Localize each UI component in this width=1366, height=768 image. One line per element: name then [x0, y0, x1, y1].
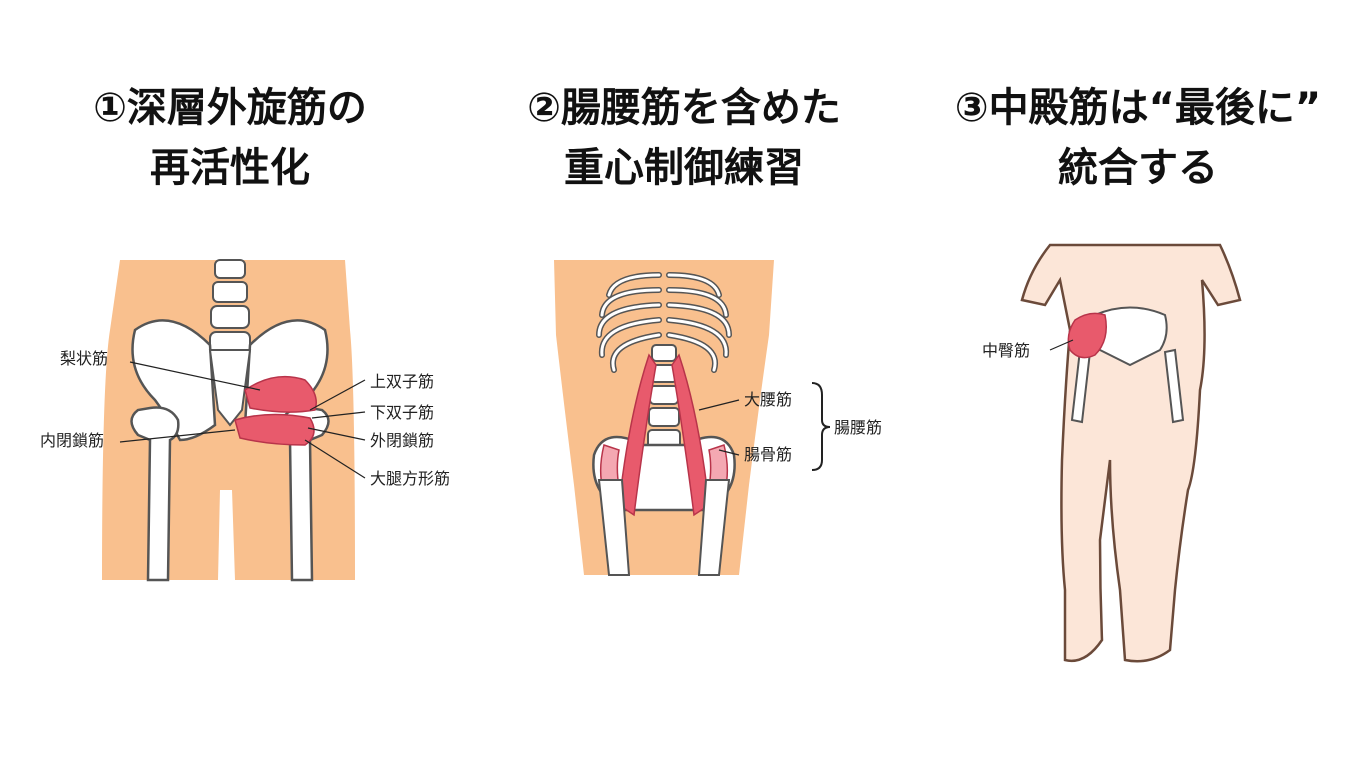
label-obturator-internus: 内閉鎖筋: [40, 431, 104, 450]
panel-title: ②腸腰筋を含めた 重心制御練習: [454, 78, 914, 198]
panel-title-line-2: 統合する: [1058, 145, 1218, 191]
label-piriformis: 梨状筋: [60, 349, 108, 368]
psoas-major-muscle-right: [671, 353, 710, 517]
right-femur: [1163, 348, 1185, 424]
spine: [647, 344, 681, 449]
posterior-body-illustration: 中臀筋: [982, 243, 1242, 663]
label-gluteus-medius: 中臀筋: [982, 341, 1030, 360]
panel-title-line-2: 再活性化: [150, 145, 310, 191]
iliopsoas-bracket: [811, 382, 831, 471]
gluteus-medius-muscle: [1067, 312, 1107, 359]
label-gemellus-inferior: 下双子筋: [370, 403, 434, 422]
ribcage-inner: [597, 273, 731, 372]
panel-title-line-1: ③中殿筋は“最後に”: [954, 85, 1322, 131]
label-iliopsoas: 腸腰筋: [834, 418, 882, 437]
panel-title-line-2: 重心制御練習: [564, 145, 804, 191]
obturator-muscles: [234, 413, 315, 446]
left-ilium: [131, 319, 217, 442]
label-iliacus: 腸骨筋: [744, 445, 792, 464]
panel-title: ①深層外旋筋の 再活性化: [0, 78, 460, 198]
panel-gluteus-medius: ③中殿筋は“最後に” 統合する 中臀筋: [910, 0, 1366, 768]
panel-title: ③中殿筋は“最後に” 統合する: [910, 78, 1366, 198]
label-gemellus-superior: 上双子筋: [370, 372, 434, 391]
leader-lines: [119, 361, 366, 479]
right-femur: [697, 479, 731, 576]
hip-deep-rotators-illustration: 梨状筋 内閉鎖筋 上双子筋 下双子筋 外閉鎖筋 大腿方形筋: [40, 259, 450, 582]
sacrum: [208, 349, 252, 427]
panel-title-line-1: ①深層外旋筋の: [93, 85, 367, 131]
label-psoas-major: 大腰筋: [744, 390, 792, 409]
label-obturator-externus: 外閉鎖筋: [370, 431, 434, 450]
leader-line: [1049, 339, 1074, 351]
left-femur: [597, 479, 631, 576]
psoas-major-muscle: [618, 353, 657, 517]
label-quadratus-femoris: 大腿方形筋: [370, 469, 450, 488]
panel-deep-rotators: ①深層外旋筋の 再活性化 梨状筋 内閉鎖筋: [0, 0, 460, 768]
panel-title-line-1: ②腸腰筋を含めた: [527, 85, 841, 131]
lumbar-spine: [209, 259, 251, 355]
leader-lines: [698, 399, 740, 456]
iliopsoas-illustration: 大腰筋 腸骨筋 腸腰筋: [554, 260, 882, 576]
panel-iliopsoas: ②腸腰筋を含めた 重心制御練習: [454, 0, 914, 768]
piriformis-muscle: [244, 375, 317, 413]
